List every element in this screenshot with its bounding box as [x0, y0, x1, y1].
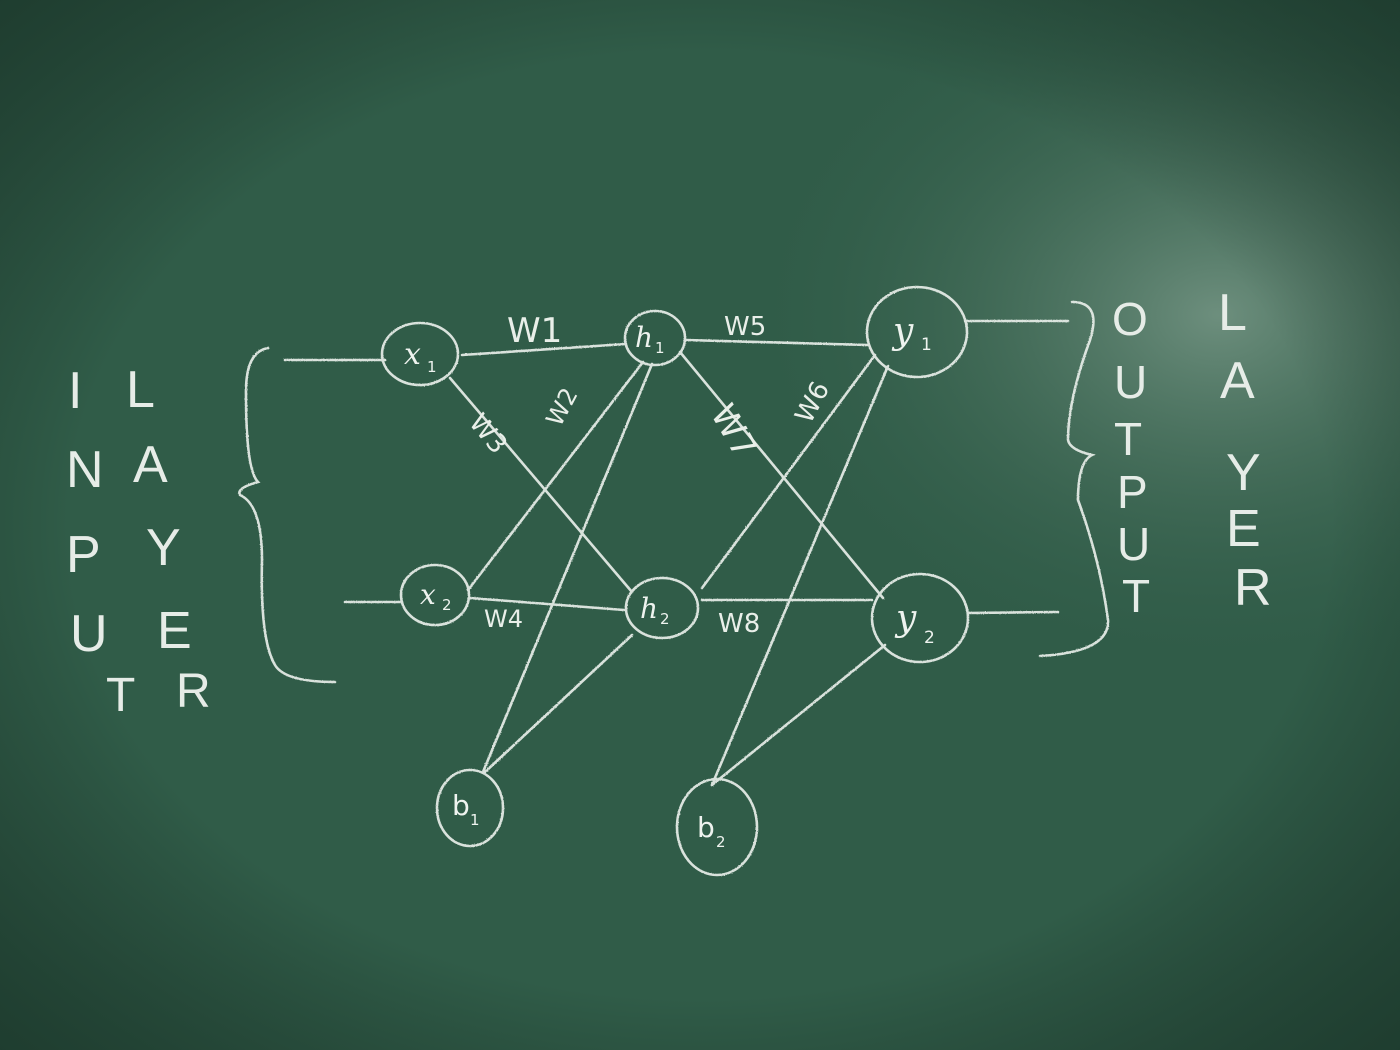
node-b1-label: b [452, 789, 470, 822]
edge-b2-y2 [710, 643, 887, 787]
node-x2-subscript: 2 [442, 596, 452, 614]
input-letter-2: N [66, 441, 104, 499]
edge-x1-h2 [448, 376, 634, 594]
node-b1: b 1 [452, 789, 480, 829]
input-letter-1: I [68, 362, 82, 420]
node-h1-subscript: 1 [655, 339, 665, 357]
edge-b2-y1 [710, 364, 890, 787]
output-layer-letter-4: E [1226, 500, 1261, 558]
output-layer-label: O U T P U T L A Y E R [1112, 284, 1272, 622]
node-h1-circle [623, 309, 687, 367]
node-y2-subscript: 2 [924, 628, 935, 648]
node-b2-circle [675, 777, 759, 877]
node-h2: h 2 [640, 592, 670, 628]
input-letter-4: U [70, 605, 108, 663]
node-b2: b 2 [697, 811, 726, 851]
node-y1-label: y [891, 311, 914, 352]
node-h1-label: h [635, 321, 653, 354]
weight-w4-label: W4 [484, 605, 523, 633]
edge-b1-h1 [481, 362, 654, 774]
input-layer-letter-5: R [176, 665, 211, 718]
edge-h2-y1 [700, 353, 877, 590]
input-layer-letter-2: A [133, 436, 168, 494]
node-h2-label: h [640, 592, 658, 625]
input-layer-letter-3: Y [146, 519, 181, 577]
weight-w8-label: W8 [718, 609, 760, 639]
node-y2-circle [870, 572, 970, 664]
edge-x1-h1 [460, 342, 628, 357]
input-layer-letter-4: E [157, 602, 192, 660]
node-y2: y 2 [894, 598, 935, 648]
node-x1-subscript: 1 [427, 358, 437, 376]
node-y1: y 1 [891, 311, 932, 355]
output-letter-6: T [1122, 570, 1150, 622]
node-x2-label: x [420, 578, 436, 611]
output-layer-letter-1: L [1218, 284, 1247, 342]
output-letter-4: P [1117, 466, 1148, 518]
edge-x2-h1 [466, 360, 645, 592]
node-b2-label: b [697, 811, 715, 844]
node-b1-subscript: 1 [470, 811, 480, 829]
output-layer-letter-5: R [1234, 559, 1272, 617]
output-layer-letter-3: Y [1226, 444, 1261, 502]
output-layer-letter-2: A [1220, 352, 1255, 410]
edge-b1-h2 [483, 633, 634, 774]
input-letter-3: P [66, 526, 101, 584]
node-h2-subscript: 2 [660, 610, 670, 628]
node-x1: x 1 [404, 337, 437, 376]
node-x2: x 2 [420, 578, 452, 614]
output-letter-1: O [1112, 293, 1148, 345]
weight-w1-label: W1 [507, 311, 562, 351]
output-letter-3: T [1114, 413, 1142, 465]
input-layer-letter-1: L [126, 361, 155, 419]
node-x2-circle [399, 563, 471, 627]
weight-w5-label: W5 [724, 312, 766, 342]
node-y2-label: y [894, 598, 917, 639]
output-letter-2: U [1114, 356, 1147, 408]
node-y1-circle [865, 285, 969, 379]
output-letter-5: U [1117, 518, 1150, 570]
node-h2-circle [624, 576, 700, 640]
input-letter-5: T [106, 669, 135, 722]
output-brace [1038, 300, 1110, 658]
edge-h1-y2 [678, 350, 885, 600]
edge-h1-y1 [684, 338, 870, 347]
node-x1-label: x [404, 337, 421, 372]
node-b1-circle [435, 768, 505, 848]
input-brace [238, 346, 337, 684]
node-h1: h 1 [635, 321, 665, 357]
node-b2-subscript: 2 [716, 833, 726, 851]
input-layer-label: I N P U T L A Y E R [66, 361, 211, 722]
edge-x2-h2 [468, 596, 626, 612]
node-y1-subscript: 1 [921, 335, 932, 355]
output-line-y2 [966, 610, 1060, 615]
node-x1-circle [380, 321, 460, 387]
